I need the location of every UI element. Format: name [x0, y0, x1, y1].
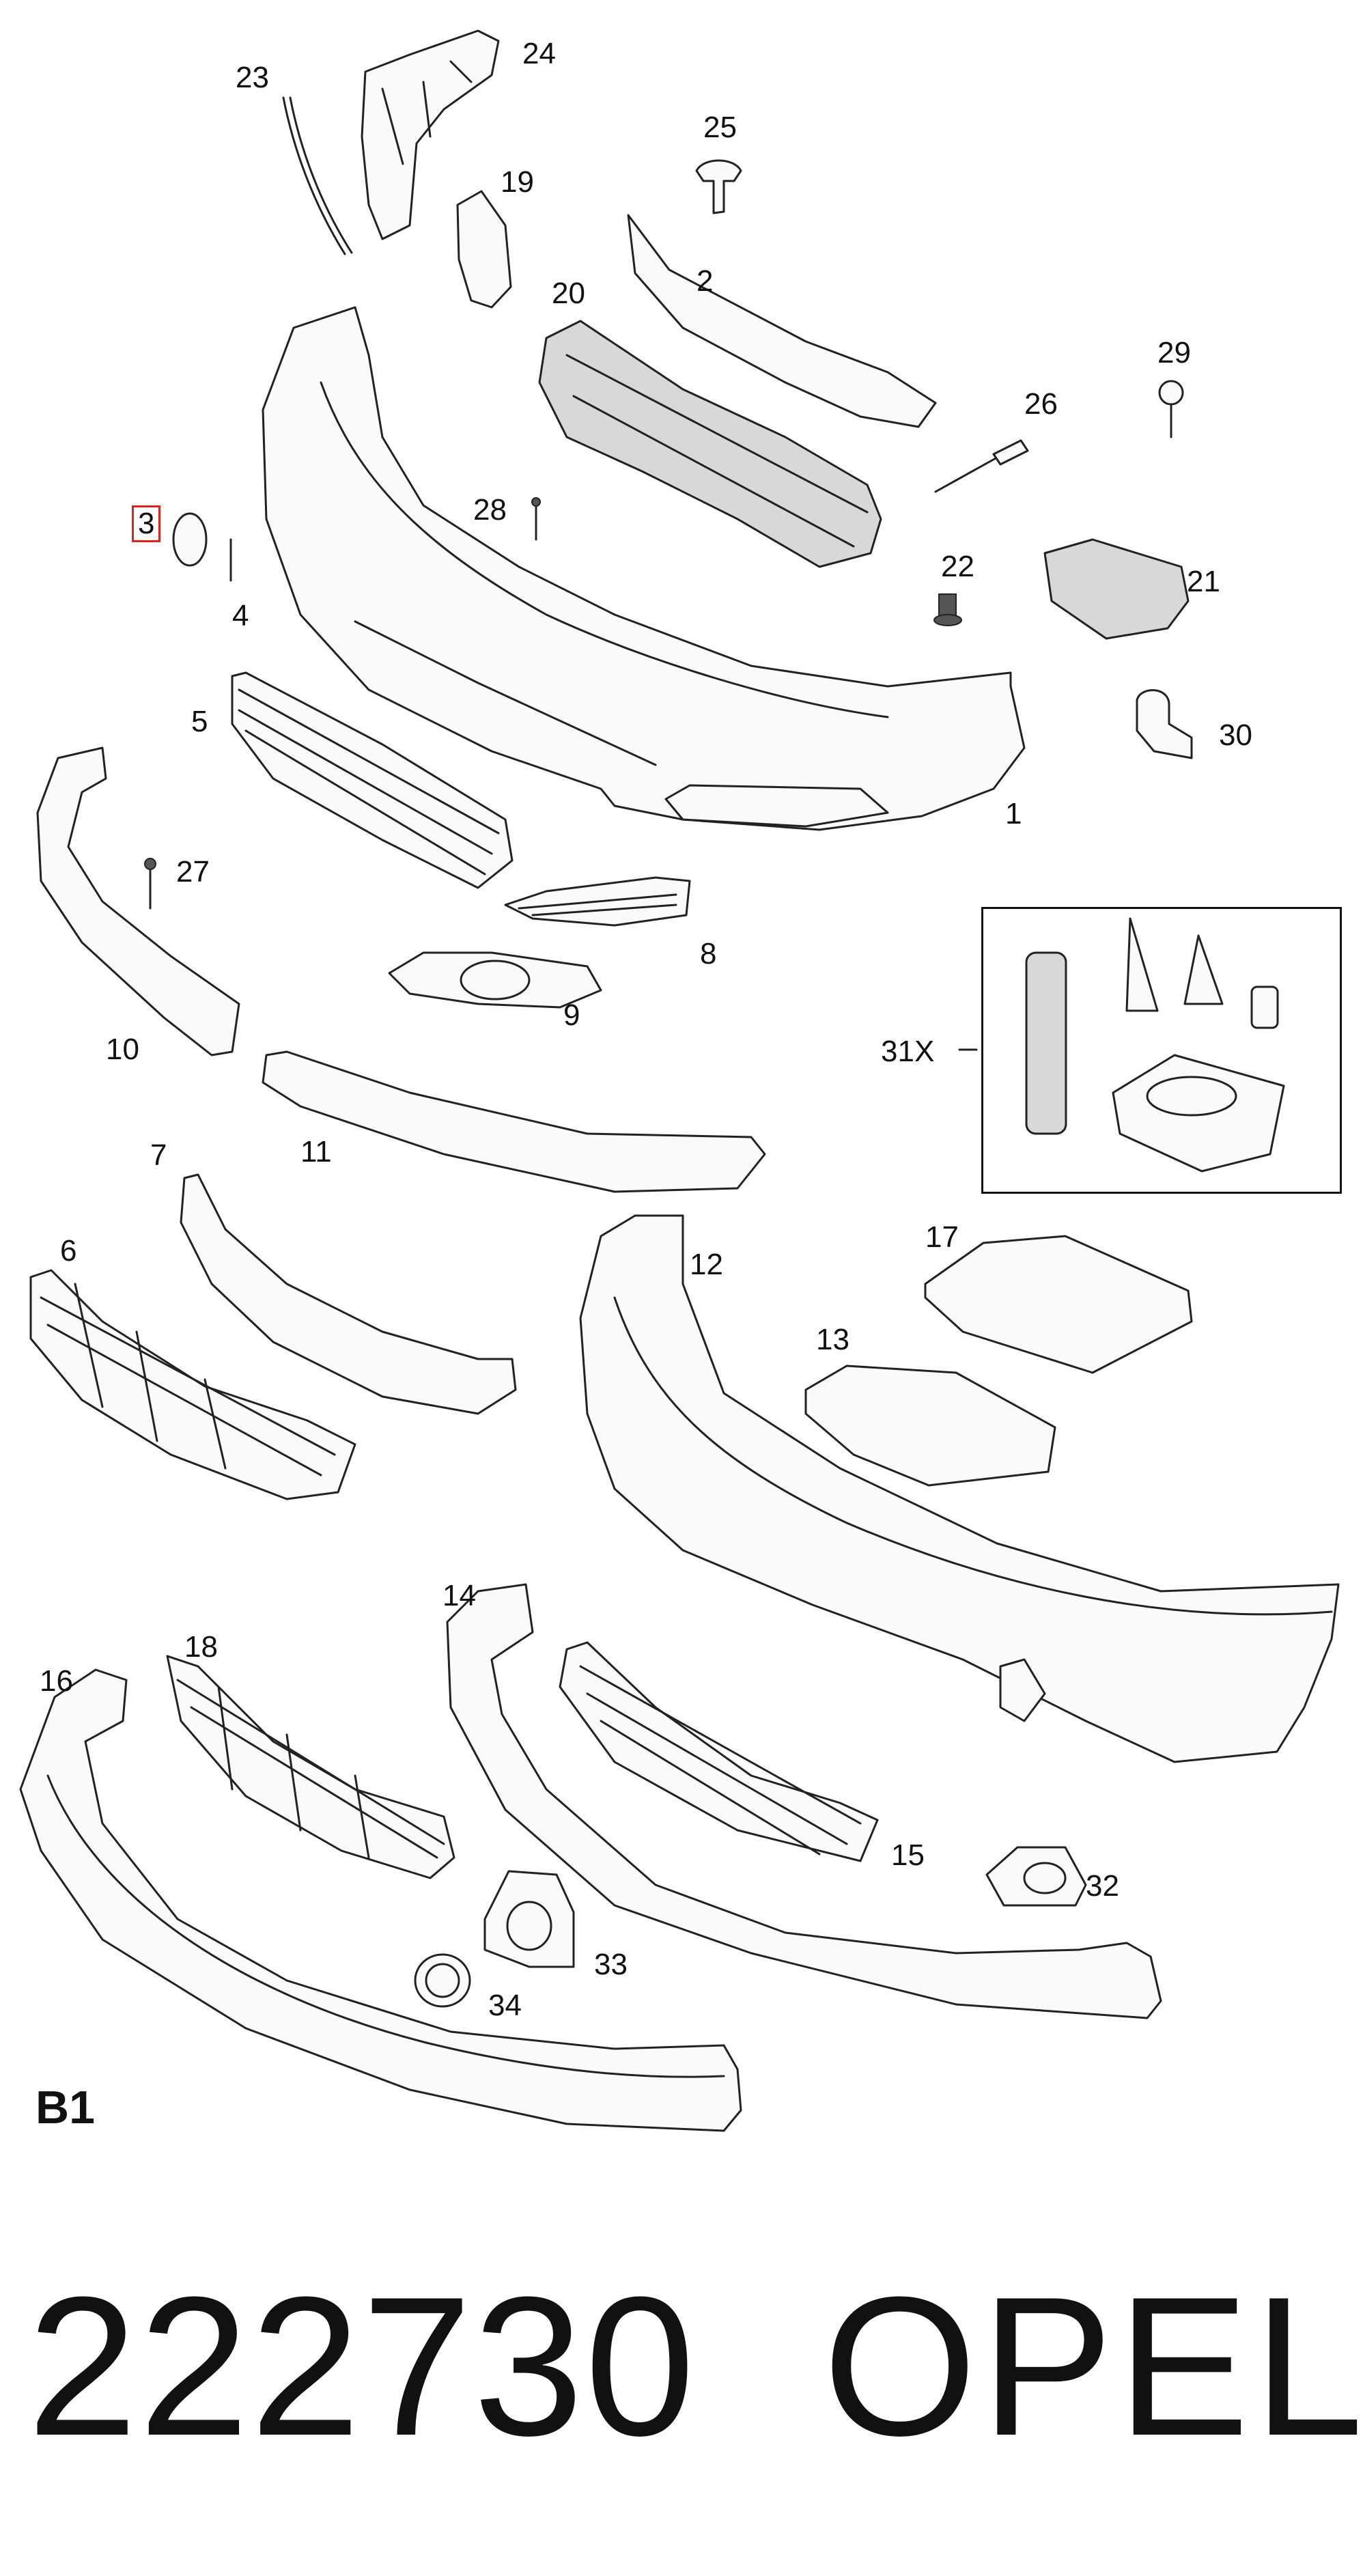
- callout-6[interactable]: 6: [60, 1234, 77, 1268]
- part-16-bumper-cover: [19, 1668, 742, 2132]
- callout-12[interactable]: 12: [690, 1248, 723, 1281]
- callout-11[interactable]: 11: [300, 1135, 332, 1168]
- callout-13[interactable]: 13: [816, 1323, 849, 1356]
- callout-22[interactable]: 22: [941, 550, 974, 583]
- callout-27[interactable]: 27: [176, 855, 210, 888]
- callout-30[interactable]: 30: [1219, 718, 1252, 752]
- callout-4[interactable]: 4: [232, 599, 249, 632]
- kit-box-31x: [981, 907, 1342, 1194]
- part-3-tow-cover: [172, 512, 208, 567]
- part-21-bracket: [1043, 538, 1190, 640]
- part-11-spoiler: [262, 1050, 766, 1193]
- callout-17[interactable]: 17: [925, 1220, 959, 1254]
- part-20-impact-bar: [538, 320, 882, 568]
- part-1-bumper-cover: [262, 306, 1026, 831]
- part-12-bumper-cover: [579, 1214, 1340, 1763]
- callout-10[interactable]: 10: [106, 1033, 139, 1066]
- part-15-grille: [559, 1641, 879, 1862]
- callout-3[interactable]: 3: [132, 505, 161, 542]
- part-2-absorber: [627, 214, 937, 428]
- part-25-clip: [695, 159, 742, 214]
- part-29-screw: [1158, 380, 1184, 406]
- part-18-mesh-grille: [166, 1655, 455, 1879]
- part-5-upper-grille: [231, 671, 514, 889]
- callout-1[interactable]: 1: [1005, 797, 1022, 830]
- callout-32[interactable]: 32: [1086, 1869, 1119, 1903]
- callout-29[interactable]: 29: [1157, 336, 1191, 369]
- callout-15[interactable]: 15: [891, 1838, 925, 1872]
- part-24-bracket: [361, 29, 500, 240]
- part-23-trim-strip: [282, 96, 346, 255]
- callout-28[interactable]: 28: [473, 493, 507, 527]
- parts-drawing: [19, 29, 1340, 2132]
- callout-19[interactable]: 19: [501, 165, 534, 199]
- callout-23[interactable]: 23: [236, 61, 269, 94]
- part-19-bracket: [456, 190, 512, 309]
- callout-31x[interactable]: 31X: [881, 1035, 935, 1068]
- callout-18[interactable]: 18: [184, 1630, 218, 1664]
- callout-8[interactable]: 8: [700, 937, 717, 970]
- part-31x-cartridge: [1025, 951, 1067, 1135]
- callout-25[interactable]: 25: [703, 111, 737, 144]
- part-6-lower-grille: [29, 1269, 356, 1500]
- part-17-undertray: [924, 1235, 1193, 1374]
- part-26-rivet: [934, 456, 998, 493]
- callout-26[interactable]: 26: [1024, 387, 1058, 421]
- callout-34[interactable]: 34: [488, 1989, 522, 2022]
- callout-14[interactable]: 14: [442, 1579, 476, 1612]
- callout-7[interactable]: 7: [150, 1138, 167, 1172]
- section-code: B1: [36, 2082, 95, 2133]
- callout-5[interactable]: 5: [191, 705, 208, 738]
- part-31x-nozzle-2: [1183, 934, 1224, 1005]
- part-30-clip: [1136, 689, 1193, 759]
- part-13-undertray: [804, 1364, 1056, 1487]
- part-31x-nozzle-1: [1125, 917, 1159, 1012]
- callout-9[interactable]: 9: [563, 998, 580, 1032]
- callout-16[interactable]: 16: [40, 1664, 73, 1698]
- callout-33[interactable]: 33: [594, 1948, 628, 1981]
- part-number: 222730: [27, 2256, 697, 2477]
- callout-21[interactable]: 21: [1187, 565, 1220, 598]
- callout-24[interactable]: 24: [522, 37, 556, 70]
- part-10-lower-trim: [36, 746, 240, 1056]
- callout-2[interactable]: 2: [697, 264, 714, 298]
- callout-20[interactable]: 20: [552, 277, 585, 310]
- part-14-bumper-cover: [446, 1583, 1162, 2019]
- part-31x-cap: [1250, 985, 1279, 1029]
- brand-name: OPEL: [823, 2256, 1363, 2477]
- part-7-grille-frame: [180, 1173, 517, 1415]
